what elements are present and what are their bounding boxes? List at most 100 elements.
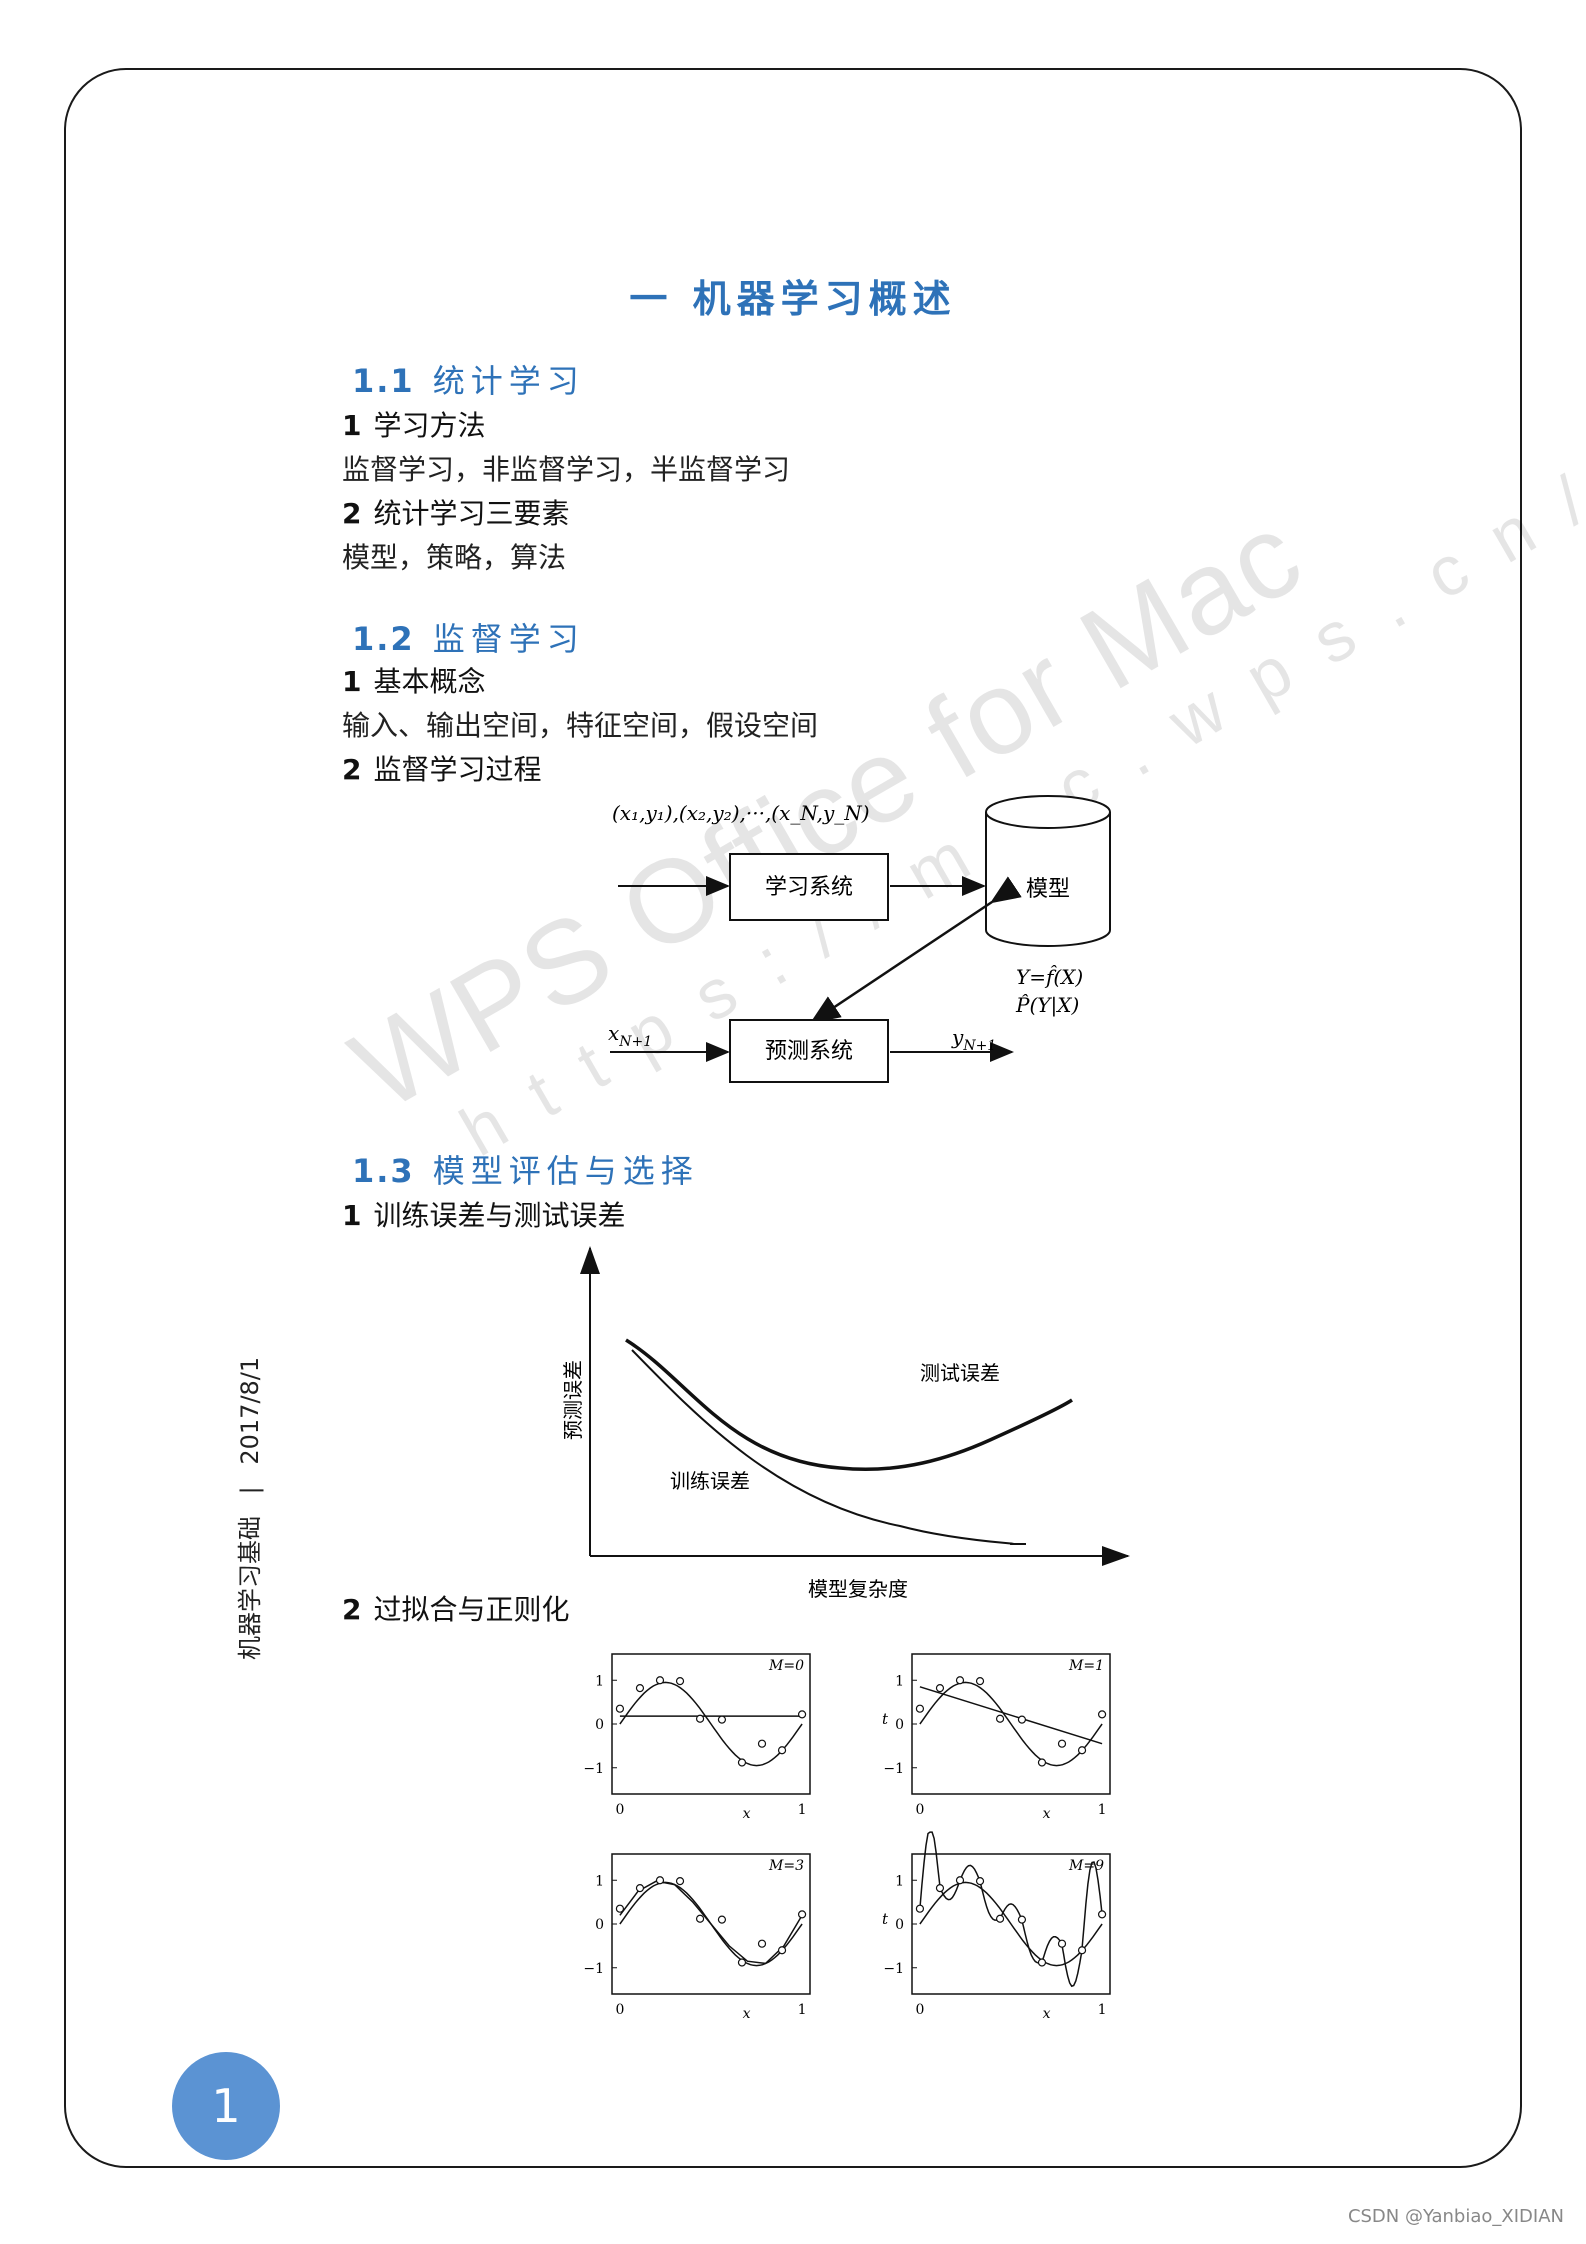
body-text: 模型，策略，算法 [342,541,567,574]
observation-point [1017,1915,1027,1924]
sidebar-separator: | [236,1486,264,1495]
x-tick-label: 1 [798,2002,807,2018]
subheading-label: 统计学习三要素 [373,497,570,530]
subheading: 2 过拟合与正则化 [342,1588,570,1628]
subheading-number: 1 [342,665,362,698]
y-axis-label: t [882,1910,889,1928]
section-number: 1.2 [352,620,415,658]
y-tick-label: −1 [883,1761,904,1777]
x-tick-label: 0 [915,1802,924,1818]
input-data-label: (x₁,y₁),(x₂,y₂),···,(x_N,y_N) [612,801,870,825]
fitted-curve [919,1831,1103,1988]
observation-point [1097,1710,1107,1719]
observation-point [675,1877,685,1886]
observation-point [777,1746,787,1755]
observation-point [1097,1910,1107,1919]
observation-point [1037,1758,1047,1767]
chapter-title: 一 机器学习概述 [629,277,957,321]
y-tick-label: −1 [583,1761,604,1777]
y-tick-label: 0 [595,1917,604,1933]
x-new-label: xN+1 [608,1021,652,1050]
test-error-label: 测试误差 [920,1361,1000,1385]
y-axis-label: 预测误差 [561,1360,585,1440]
observation-point [717,1915,727,1924]
observation-point [1057,1939,1067,1948]
formula-p: P̂(Y|X) [1015,993,1079,1018]
observation-point [975,1677,985,1686]
observation-point [635,1884,645,1893]
section-number: 1.1 [352,362,415,400]
y-tick-label: −1 [883,1961,904,1977]
observation-point [995,1914,1005,1923]
true-curve [619,1681,803,1767]
source-credit: CSDN @Yanbiao_XIDIAN [1347,2206,1564,2227]
x-axis-label: x [743,1806,751,1822]
x-axis-label: x [1043,1806,1051,1822]
observation-point [757,1739,767,1748]
section-title: 统计学习 [432,362,585,400]
observation-point [935,1684,945,1693]
y-new-label: yN+1 [951,1025,996,1054]
observation-point [1057,1739,1067,1748]
supervised-learning-diagram: (x₁,y₁),(x₂,y₂),···,(x_N,y_N) 学习系统 模型 Y=… [608,795,1111,1083]
model-predict-arrow [809,876,1022,1024]
observation-point [975,1877,985,1886]
observation-point [935,1884,945,1893]
x-axis-label: x [743,2006,751,2022]
true-curve [919,1681,1103,1767]
subheading-number: 2 [342,1593,362,1626]
fitted-curve [619,1880,803,1965]
training-error-curve [631,1349,1026,1545]
test-error-curve [625,1338,1073,1472]
observation-point [615,1704,625,1713]
observation-point [797,1910,807,1919]
observation-point [757,1939,767,1948]
observation-point [777,1946,787,1955]
y-tick-label: 0 [895,1717,904,1733]
error-complexity-chart: 预测误差 模型复杂度 测试误差 训练误差 [561,1246,1130,1601]
y-tick-label: 0 [595,1717,604,1733]
section-number: 1.3 [352,1152,415,1190]
observation-point [695,1714,705,1723]
panel-title: M=1 [1068,1658,1104,1674]
sidebar-title: 机器学习基础 [236,1516,264,1660]
subheading-number: 1 [342,409,362,442]
training-error-label: 训练误差 [670,1469,750,1493]
x-tick-label: 1 [1098,1802,1107,1818]
y-axis-label: t [882,1710,889,1728]
subheading-label: 过拟合与正则化 [373,1593,570,1626]
observation-point [675,1677,685,1686]
subheading-label: 基本概念 [373,665,486,698]
subheading-number: 2 [342,753,362,786]
panel-title: M=3 [768,1858,804,1874]
subheading-label: 训练误差与测试误差 [373,1199,626,1232]
y-tick-label: 1 [595,1673,604,1689]
page-frame [64,68,1522,2168]
panel-title: M=0 [768,1658,804,1674]
subheading: 1 基本概念 [342,660,486,700]
x-tick-label: 0 [915,2002,924,2018]
sidebar-text: 机器学习基础 | 2017/8/1 [230,1357,265,1660]
observation-point [737,1758,747,1767]
panel-title: M=9 [1068,1858,1104,1874]
fitted-curve [919,1686,1103,1745]
observation-point [615,1904,625,1913]
page-number-badge: 1 [172,2052,280,2160]
observation-point [955,1876,965,1885]
sidebar-date: 2017/8/1 [236,1356,264,1465]
formula-y: Y=f̂(X) [1016,965,1083,989]
model-label: 模型 [1026,877,1070,902]
x-axis-label: 模型复杂度 [808,1577,908,1601]
observation-point [955,1676,965,1685]
prediction-system-box [729,1019,889,1083]
section-title: 模型评估与选择 [432,1152,699,1190]
x-tick-label: 0 [615,2002,624,2018]
observation-point [717,1715,727,1724]
observation-point [1077,1746,1087,1755]
observation-point [1017,1715,1027,1724]
